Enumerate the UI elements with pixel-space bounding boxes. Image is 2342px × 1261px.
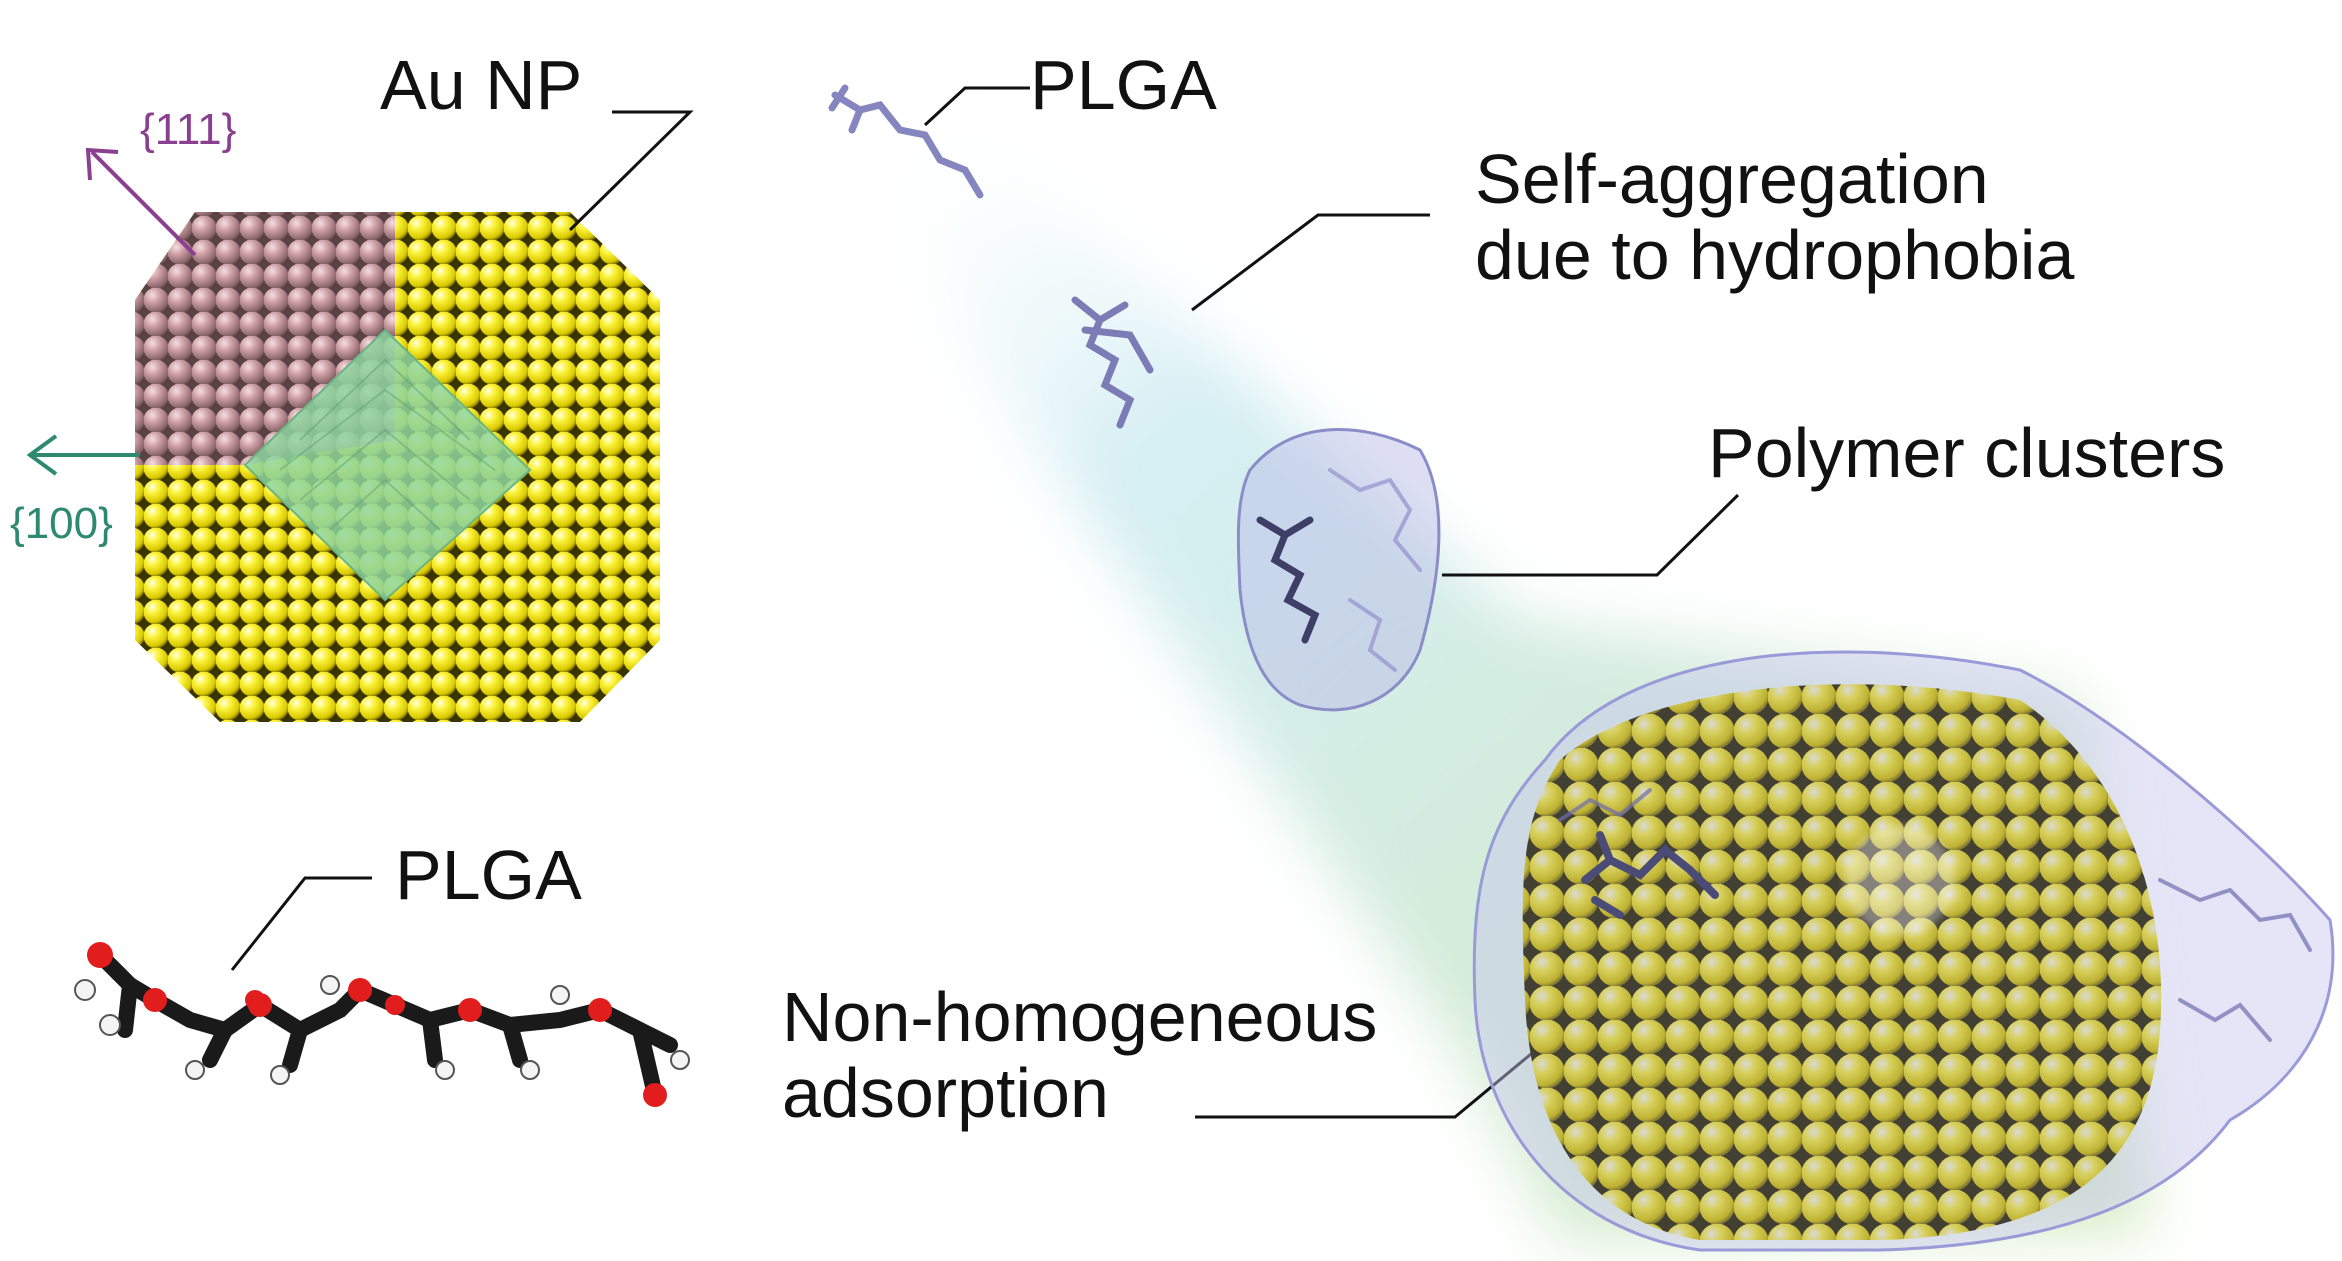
- label-self-aggregation-line-2: due to hydrophobia: [1475, 215, 2075, 294]
- label-non-homogeneous-line-2: adsorption: [782, 1053, 1109, 1132]
- arrow-100: [26, 434, 140, 476]
- label-plga-top: PLGA: [1030, 46, 1217, 124]
- leader-plga-top: [923, 86, 1030, 127]
- leader-polymer-clusters: [1442, 493, 1740, 577]
- leader-plga-bottom: [230, 876, 372, 971]
- au-nanoparticle: [135, 212, 660, 722]
- label-self-aggregation-line-1: Self-aggregation: [1475, 140, 1989, 218]
- arrow-111: [85, 147, 197, 257]
- label-non-homogeneous: Non-homogeneous adsorption: [782, 978, 1378, 1132]
- leader-au-np: [568, 110, 694, 232]
- label-polymer-clusters: Polymer clusters: [1708, 414, 2226, 492]
- adsorbed-nanoparticle: [1472, 650, 2335, 1252]
- label-facet-111: {111}: [140, 105, 237, 154]
- label-self-aggregation: Self-aggregation due to hydrophobia: [1475, 140, 2075, 294]
- leader-self-aggregation: [1191, 213, 1430, 312]
- plga-aggregate: [1071, 296, 1154, 429]
- label-facet-100: {100}: [10, 499, 113, 548]
- label-plga-bottom: PLGA: [395, 836, 582, 914]
- plga-molecule: [74, 942, 690, 1107]
- facet-100-region: [243, 328, 532, 602]
- label-au-np: Au NP: [380, 46, 583, 124]
- label-non-homogeneous-line-1: Non-homogeneous: [782, 978, 1378, 1056]
- plga-strand-small: [828, 84, 984, 199]
- polymer-cluster: [1236, 428, 1441, 712]
- leader-lines: [230, 86, 1740, 1119]
- leader-non-homogeneous: [1195, 1028, 1561, 1119]
